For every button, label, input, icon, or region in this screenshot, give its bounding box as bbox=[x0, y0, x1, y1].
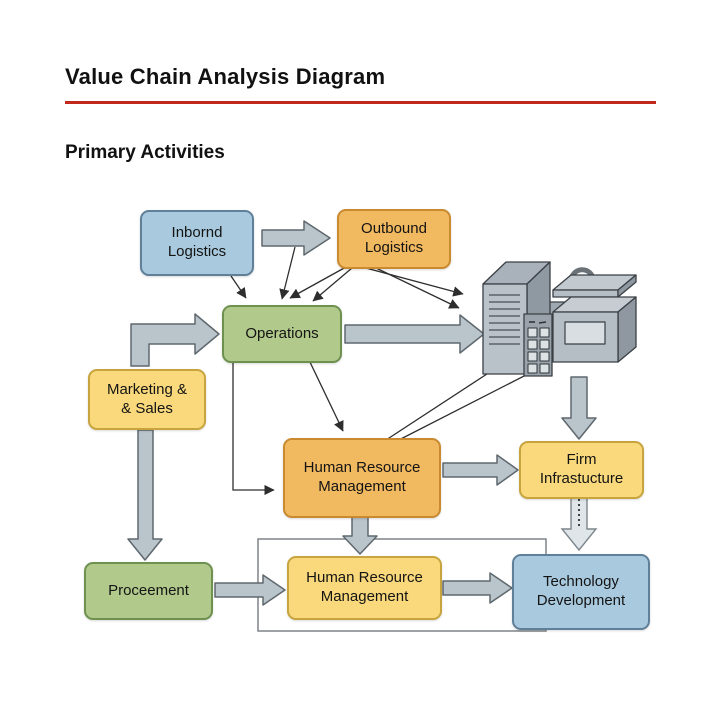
dotted-arrow-firm-to-techdev bbox=[560, 496, 598, 552]
node-hrm-upper: Human Resource Management bbox=[283, 438, 441, 518]
block-arrows bbox=[127, 220, 597, 606]
arrow-block-to-operations bbox=[279, 246, 296, 300]
arrow-operations-to-hrm bbox=[308, 359, 344, 432]
thin-arrows bbox=[230, 246, 529, 496]
title-divider-line bbox=[65, 101, 656, 104]
arrow-procurement-to-hrm bbox=[214, 574, 286, 606]
node-inbound-logistics: Inbornd Logistics bbox=[140, 210, 254, 276]
arrow-marketing-to-operations bbox=[130, 313, 220, 367]
arrow-hrm-to-firm bbox=[442, 454, 519, 486]
arrow-machine-to-firm bbox=[561, 376, 597, 440]
arrow-hrm-to-techdev bbox=[442, 572, 513, 604]
arrow-inbound-to-outbound bbox=[261, 220, 331, 256]
arrow-outbound-to-operations-1 bbox=[289, 266, 347, 299]
line-machine-to-hrm-2 bbox=[388, 373, 529, 446]
page-title: Value Chain Analysis Diagram bbox=[65, 64, 386, 89]
section-heading: Primary Activities bbox=[65, 142, 225, 163]
arrow-outbound-to-machine-1 bbox=[361, 266, 464, 297]
arrow-outbound-to-operations-2 bbox=[312, 267, 353, 302]
arrow-outbound-to-machine-2 bbox=[373, 266, 460, 309]
line-machine-to-hrm-1 bbox=[385, 371, 491, 441]
arrow-operations-to-machine bbox=[344, 314, 485, 354]
node-operations: Operations bbox=[222, 305, 342, 363]
node-technology-development: Technology Development bbox=[512, 554, 650, 630]
node-procurement: Proceement bbox=[84, 562, 213, 620]
node-hrm-lower: Human Resource Management bbox=[287, 556, 442, 620]
arrow-marketing-to-procurement bbox=[127, 429, 163, 561]
arrow-inbound-to-operations bbox=[230, 275, 247, 299]
node-outbound-logistics: Outbound Logistics bbox=[337, 209, 451, 269]
node-marketing-sales: Marketing & & Sales bbox=[88, 369, 206, 430]
arrow-operations-elbow-to-hrm bbox=[232, 360, 275, 496]
arrow-hrm-to-hrm bbox=[342, 516, 378, 555]
factory-machine-icon bbox=[482, 261, 637, 377]
node-firm-infrastructure: Firm Infrastucture bbox=[519, 441, 644, 499]
